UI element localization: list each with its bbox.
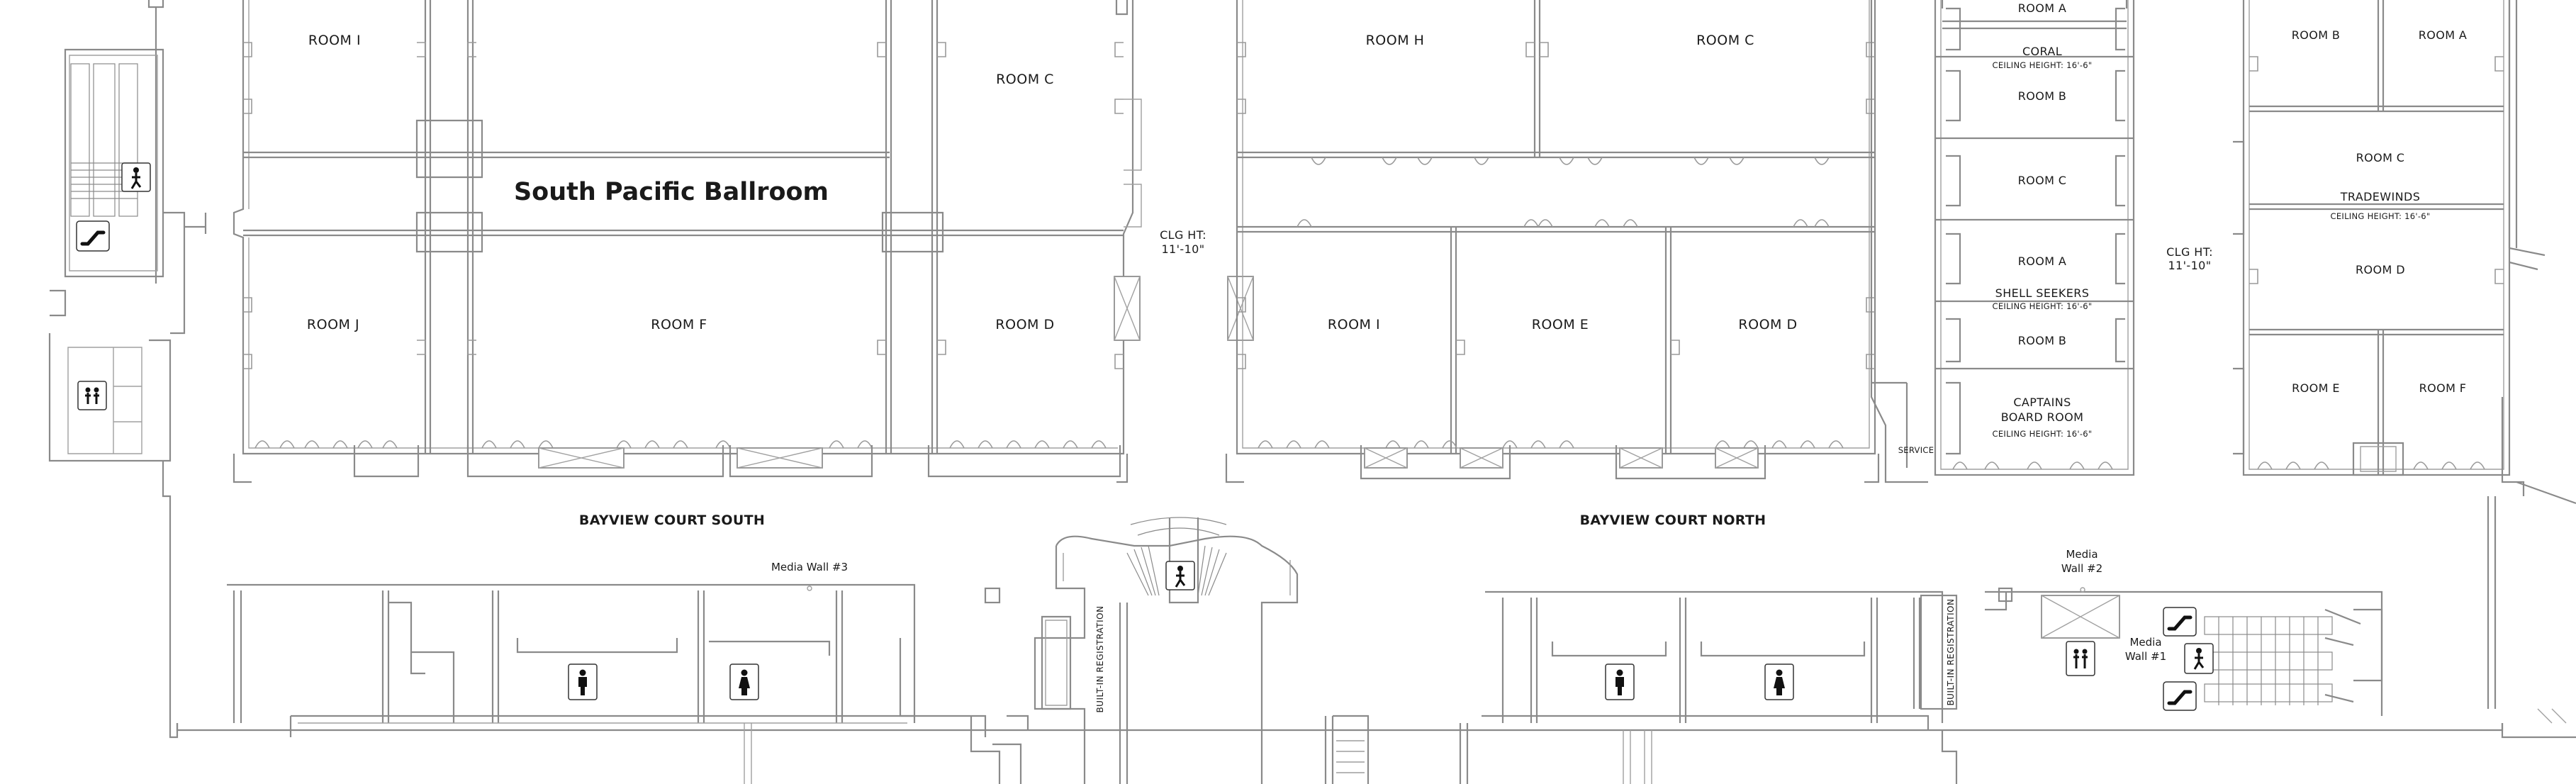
mens-restroom-icon <box>1605 663 1635 700</box>
room-j-label: ROOM J <box>307 317 359 332</box>
media-wall-1-line2: Wall #1 <box>2125 650 2166 663</box>
media-wall-3-label: Media Wall #3 <box>771 561 848 573</box>
captains-ceiling: CEILING HEIGHT: 16'-6" <box>1993 429 2093 439</box>
escalator-icon <box>2163 607 2197 637</box>
center-stair-registration <box>1034 517 1370 784</box>
escalator-icon <box>76 220 110 252</box>
media-wall-2-line1: Media <box>2066 548 2098 561</box>
coral-room-a-label: ROOM A <box>2018 1 2067 15</box>
room-d-north-label: ROOM D <box>1738 317 1797 332</box>
room-c-north-label: ROOM C <box>1696 33 1754 48</box>
tradewinds-block <box>2233 0 2576 709</box>
captains-name-line1: CAPTAINS <box>2013 396 2071 409</box>
ballroom-title: South Pacific Ballroom <box>514 178 829 206</box>
room-h-label: ROOM H <box>1366 33 1425 48</box>
coral-name: CORAL <box>2022 45 2062 58</box>
outer-perimeter <box>162 461 2576 739</box>
room-e-north-label: ROOM E <box>1532 317 1589 332</box>
room-i-label: ROOM I <box>308 33 361 48</box>
tradewinds-room-a-label: ROOM A <box>2419 28 2468 42</box>
womens-restroom-icon <box>1764 663 1794 700</box>
stairs-icon <box>2184 643 2214 674</box>
stairs-icon <box>1165 561 1195 590</box>
corridor-ceiling-line2: 11'-10" <box>1161 242 1204 256</box>
south-pacific-ballroom <box>233 0 1134 483</box>
coral-room-c-label: ROOM C <box>2018 174 2067 187</box>
east-escalator-core <box>1985 587 2383 716</box>
mens-restroom-icon <box>568 663 598 700</box>
shell-seekers-ceiling: CEILING HEIGHT: 16'-6" <box>1993 301 2093 311</box>
service-label: SERVICE <box>1898 445 1934 455</box>
room-i-north-label: ROOM I <box>1328 317 1380 332</box>
room-c-label: ROOM C <box>996 72 1054 87</box>
east-ceiling-line2: 11'-10" <box>2168 259 2211 272</box>
tradewinds-room-d-label: ROOM D <box>2356 263 2405 276</box>
captains-name-line2: BOARD ROOM <box>2001 410 2084 424</box>
west-core <box>48 0 207 462</box>
stairs-icon <box>121 162 151 192</box>
media-wall-1-line1: Media <box>2129 636 2161 649</box>
bayview-court-south-label: BAYVIEW COURT SOUTH <box>579 513 765 528</box>
north-service-area <box>1459 590 1958 784</box>
east-ceiling-line1: CLG HT: <box>2166 245 2213 259</box>
escalator-icon <box>2163 681 2197 711</box>
shell-seekers-room-b-label: ROOM B <box>2018 334 2067 347</box>
built-in-registration-east: BUILT-IN REGISTRATION <box>1946 598 1956 705</box>
tradewinds-room-f-label: ROOM F <box>2419 381 2467 395</box>
tradewinds-ceiling: CEILING HEIGHT: 16'-6" <box>2331 211 2431 221</box>
womens-restroom-icon <box>729 663 759 700</box>
center-corridor <box>1114 0 1254 341</box>
elevator-icon <box>2066 641 2095 676</box>
tradewinds-room-b-label: ROOM B <box>2292 28 2341 42</box>
bayview-court-north-label: BAYVIEW COURT NORTH <box>1580 513 1766 528</box>
coral-ceiling: CEILING HEIGHT: 16'-6" <box>1993 60 2093 70</box>
media-wall-2-line2: Wall #2 <box>2061 562 2102 575</box>
shell-seekers-name: SHELL SEEKERS <box>1995 286 2090 300</box>
corridor-ceiling-line1: CLG HT: <box>1160 228 1206 242</box>
north-meeting-block <box>1225 0 1880 483</box>
shell-seekers-room-a-label: ROOM A <box>2018 254 2067 268</box>
tradewinds-room-c-label: ROOM C <box>2356 151 2405 164</box>
coral-room-b-label: ROOM B <box>2018 89 2067 103</box>
tradewinds-room-e-label: ROOM E <box>2292 381 2340 395</box>
east-boardrooms <box>1870 0 2135 483</box>
room-f-label: ROOM F <box>651 317 707 332</box>
south-service-area <box>227 583 1029 784</box>
elevator-icon <box>77 381 107 410</box>
room-d-label: ROOM D <box>995 317 1054 332</box>
tradewinds-name: TRADEWINDS <box>2340 190 2421 203</box>
built-in-registration-west: BUILT-IN REGISTRATION <box>1095 605 1105 712</box>
